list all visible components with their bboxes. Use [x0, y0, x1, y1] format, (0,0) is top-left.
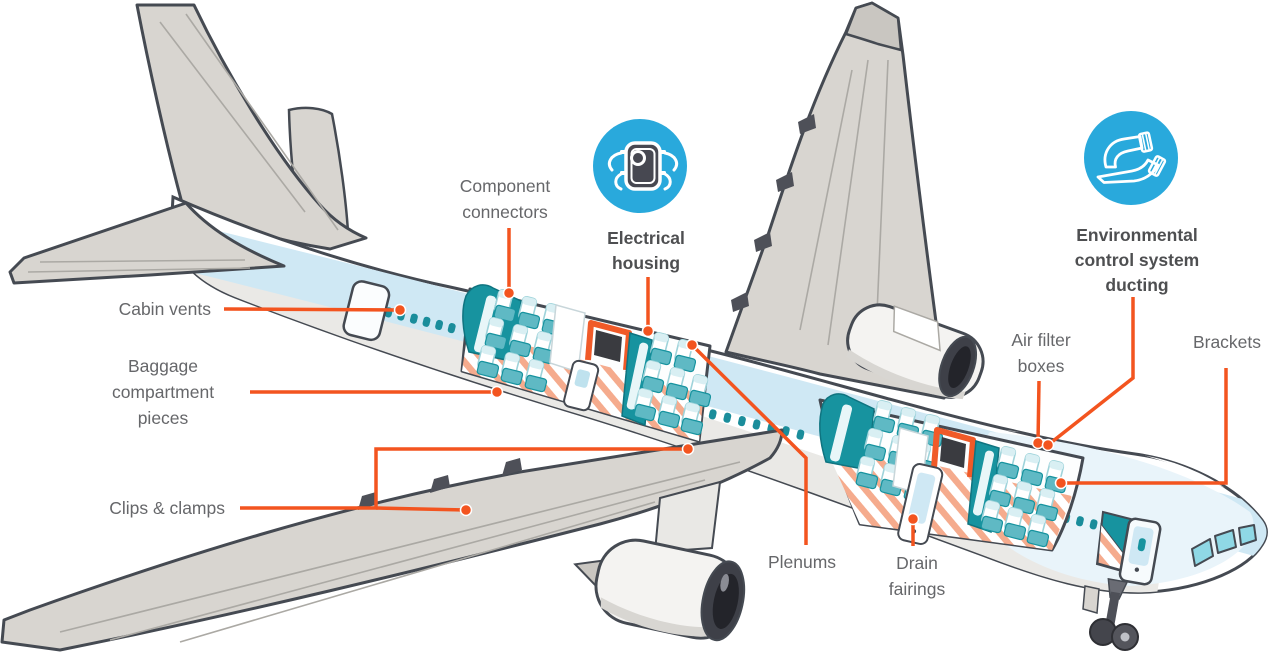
far-engine — [846, 303, 985, 400]
nose-gear — [1082, 577, 1139, 651]
leader-cabin-vents — [223, 307, 401, 312]
horizontal-stabilizer-near — [8, 201, 286, 285]
label-clips-clamps: Clips & clamps — [109, 498, 225, 518]
label-drain-fairings: Drain fairings — [888, 553, 946, 599]
leader-ecs-ducting — [1046, 297, 1135, 447]
label-baggage-compartment: Baggage compartment pieces — [111, 356, 215, 428]
label-plenums: Plenums — [767, 552, 837, 572]
front-door-frame — [931, 427, 976, 478]
leader-clips-clamps-upper — [240, 447, 688, 510]
engine — [573, 480, 746, 642]
left-wing — [0, 428, 784, 652]
flap-track-fairings-left — [358, 458, 522, 510]
environmental-control-ducting-icon — [1084, 111, 1178, 205]
front-door — [1095, 510, 1162, 586]
leader-dots — [393, 286, 1068, 526]
label-electrical-housing: Electrical housing — [607, 228, 685, 273]
leader-brackets — [1061, 368, 1228, 485]
rear-cutaway — [460, 284, 716, 443]
label-cabin-vents: Cabin vents — [118, 299, 211, 319]
label-component-connectors: Component connectors — [459, 176, 551, 222]
flap-track-fairings — [731, 114, 816, 312]
cockpit-windows — [1191, 524, 1257, 567]
leader-clips-clamps-lower — [375, 506, 467, 512]
leader-air-filter-boxes — [1036, 380, 1041, 444]
label-environmental-control: Environmental control system ducting — [1074, 225, 1200, 295]
right-wing — [724, 1, 946, 400]
label-air-filter-boxes: Air filter boxes — [1011, 330, 1071, 376]
leader-plenums — [690, 343, 808, 545]
electrical-housing-icon — [593, 119, 687, 213]
leader-lines — [223, 228, 1228, 546]
tail-fin — [135, 3, 368, 251]
front-cutaway — [818, 393, 1085, 552]
label-brackets: Brackets — [1192, 332, 1262, 352]
